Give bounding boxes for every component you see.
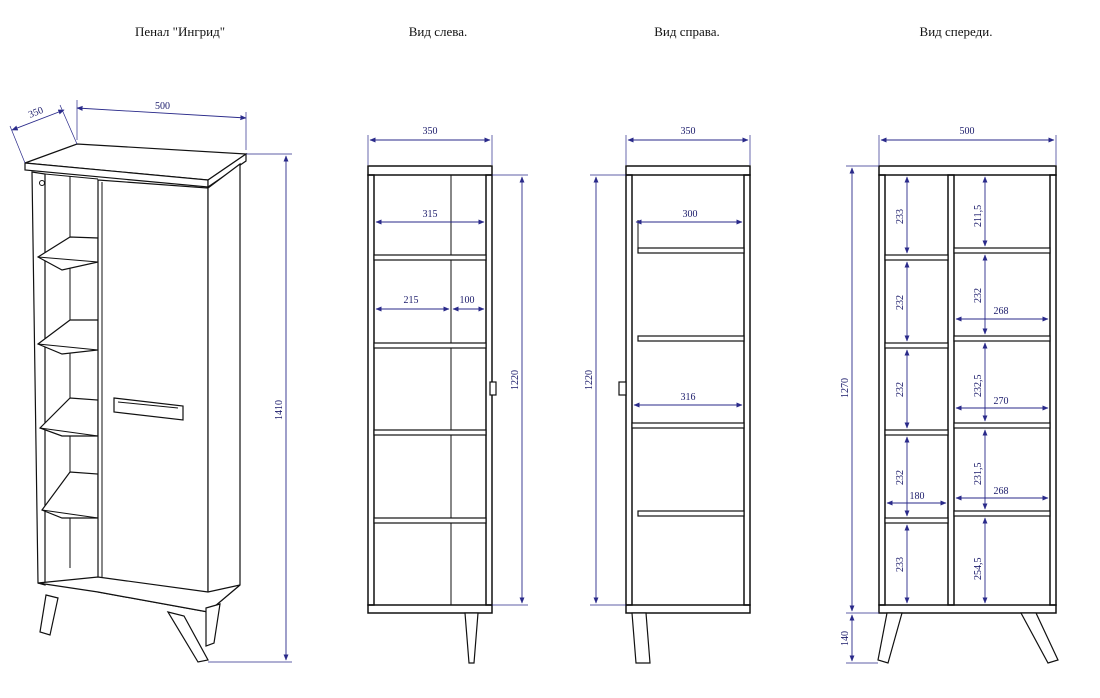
front-left-shelf-w: 180: [910, 491, 925, 502]
right-height: 1220: [584, 370, 595, 390]
front-left-h3: 232: [895, 382, 906, 397]
front-leg-left: [877, 612, 903, 664]
left-bottom-board: [367, 604, 493, 614]
front-left-h2: 232: [895, 295, 906, 310]
left-part-b: 100: [460, 295, 475, 306]
iso-hinge-mark: [39, 180, 45, 186]
front-right-h3: 232,5: [973, 375, 984, 398]
left-height: 1220: [510, 370, 521, 390]
front-top-board: [878, 165, 1057, 176]
front-leg-right: [1019, 612, 1059, 664]
iso-leg-1: [39, 594, 59, 636]
iso-height-label: 1410: [274, 400, 285, 420]
front-left-h5: 233: [895, 557, 906, 572]
front-right-h2: 232: [973, 288, 984, 303]
left-part-a: 215: [404, 295, 419, 306]
front-view: 500 1270 140 233 232 232 232 233 211,5 2…: [840, 126, 1059, 664]
left-top-width: 350: [423, 126, 438, 137]
right-top-width: 350: [681, 126, 696, 137]
front-shelf-w2: 270: [994, 396, 1009, 407]
front-bottom-board: [878, 604, 1057, 614]
front-shelf-w3: 268: [994, 486, 1009, 497]
left-view-title: Вид слева.: [409, 24, 468, 39]
left-leg: [464, 612, 479, 664]
iso-door: [97, 179, 209, 613]
iso-left-panel: [31, 171, 46, 586]
right-view: 350 300 316 1220: [584, 126, 751, 664]
isometric-view: 350 500 1410: [9, 100, 292, 663]
left-top-board: [367, 165, 493, 176]
iso-shelf-3: [38, 397, 99, 437]
main-title: Пенал "Ингрид": [135, 24, 225, 39]
iso-width-label: 500: [155, 101, 170, 112]
front-left-h1: 233: [895, 209, 906, 224]
iso-right-side: [207, 162, 241, 614]
front-right-h4: 231,5: [973, 463, 984, 486]
iso-leg-3: [205, 603, 221, 647]
front-view-title: Вид спереди.: [920, 24, 993, 39]
iso-depth-label: 350: [27, 105, 45, 121]
iso-top-side-edge: [207, 152, 247, 189]
left-inner-width: 315: [423, 209, 438, 220]
front-overall-height: 1270: [840, 378, 851, 398]
front-shelf-w1: 268: [994, 306, 1009, 317]
right-leg: [631, 612, 651, 664]
left-handle: [489, 381, 497, 396]
right-top-board: [625, 165, 751, 176]
front-right-h5: 254,5: [973, 558, 984, 581]
right-shelf-b: 316: [681, 392, 696, 403]
right-shelf-a: 300: [683, 209, 698, 220]
front-left-h4: 232: [895, 470, 906, 485]
front-legs-height: 140: [840, 631, 851, 646]
right-view-title: Вид справа.: [654, 24, 719, 39]
iso-leg-2: [166, 611, 209, 663]
right-bottom-board: [625, 604, 751, 614]
iso-bottom-board: [37, 576, 241, 613]
right-handle: [618, 381, 627, 396]
iso-shelf-1: [36, 236, 99, 271]
front-right-h1: 211,5: [973, 205, 984, 227]
front-top-width: 500: [960, 126, 975, 137]
left-view: 350 315 215 100 1220: [367, 126, 528, 664]
